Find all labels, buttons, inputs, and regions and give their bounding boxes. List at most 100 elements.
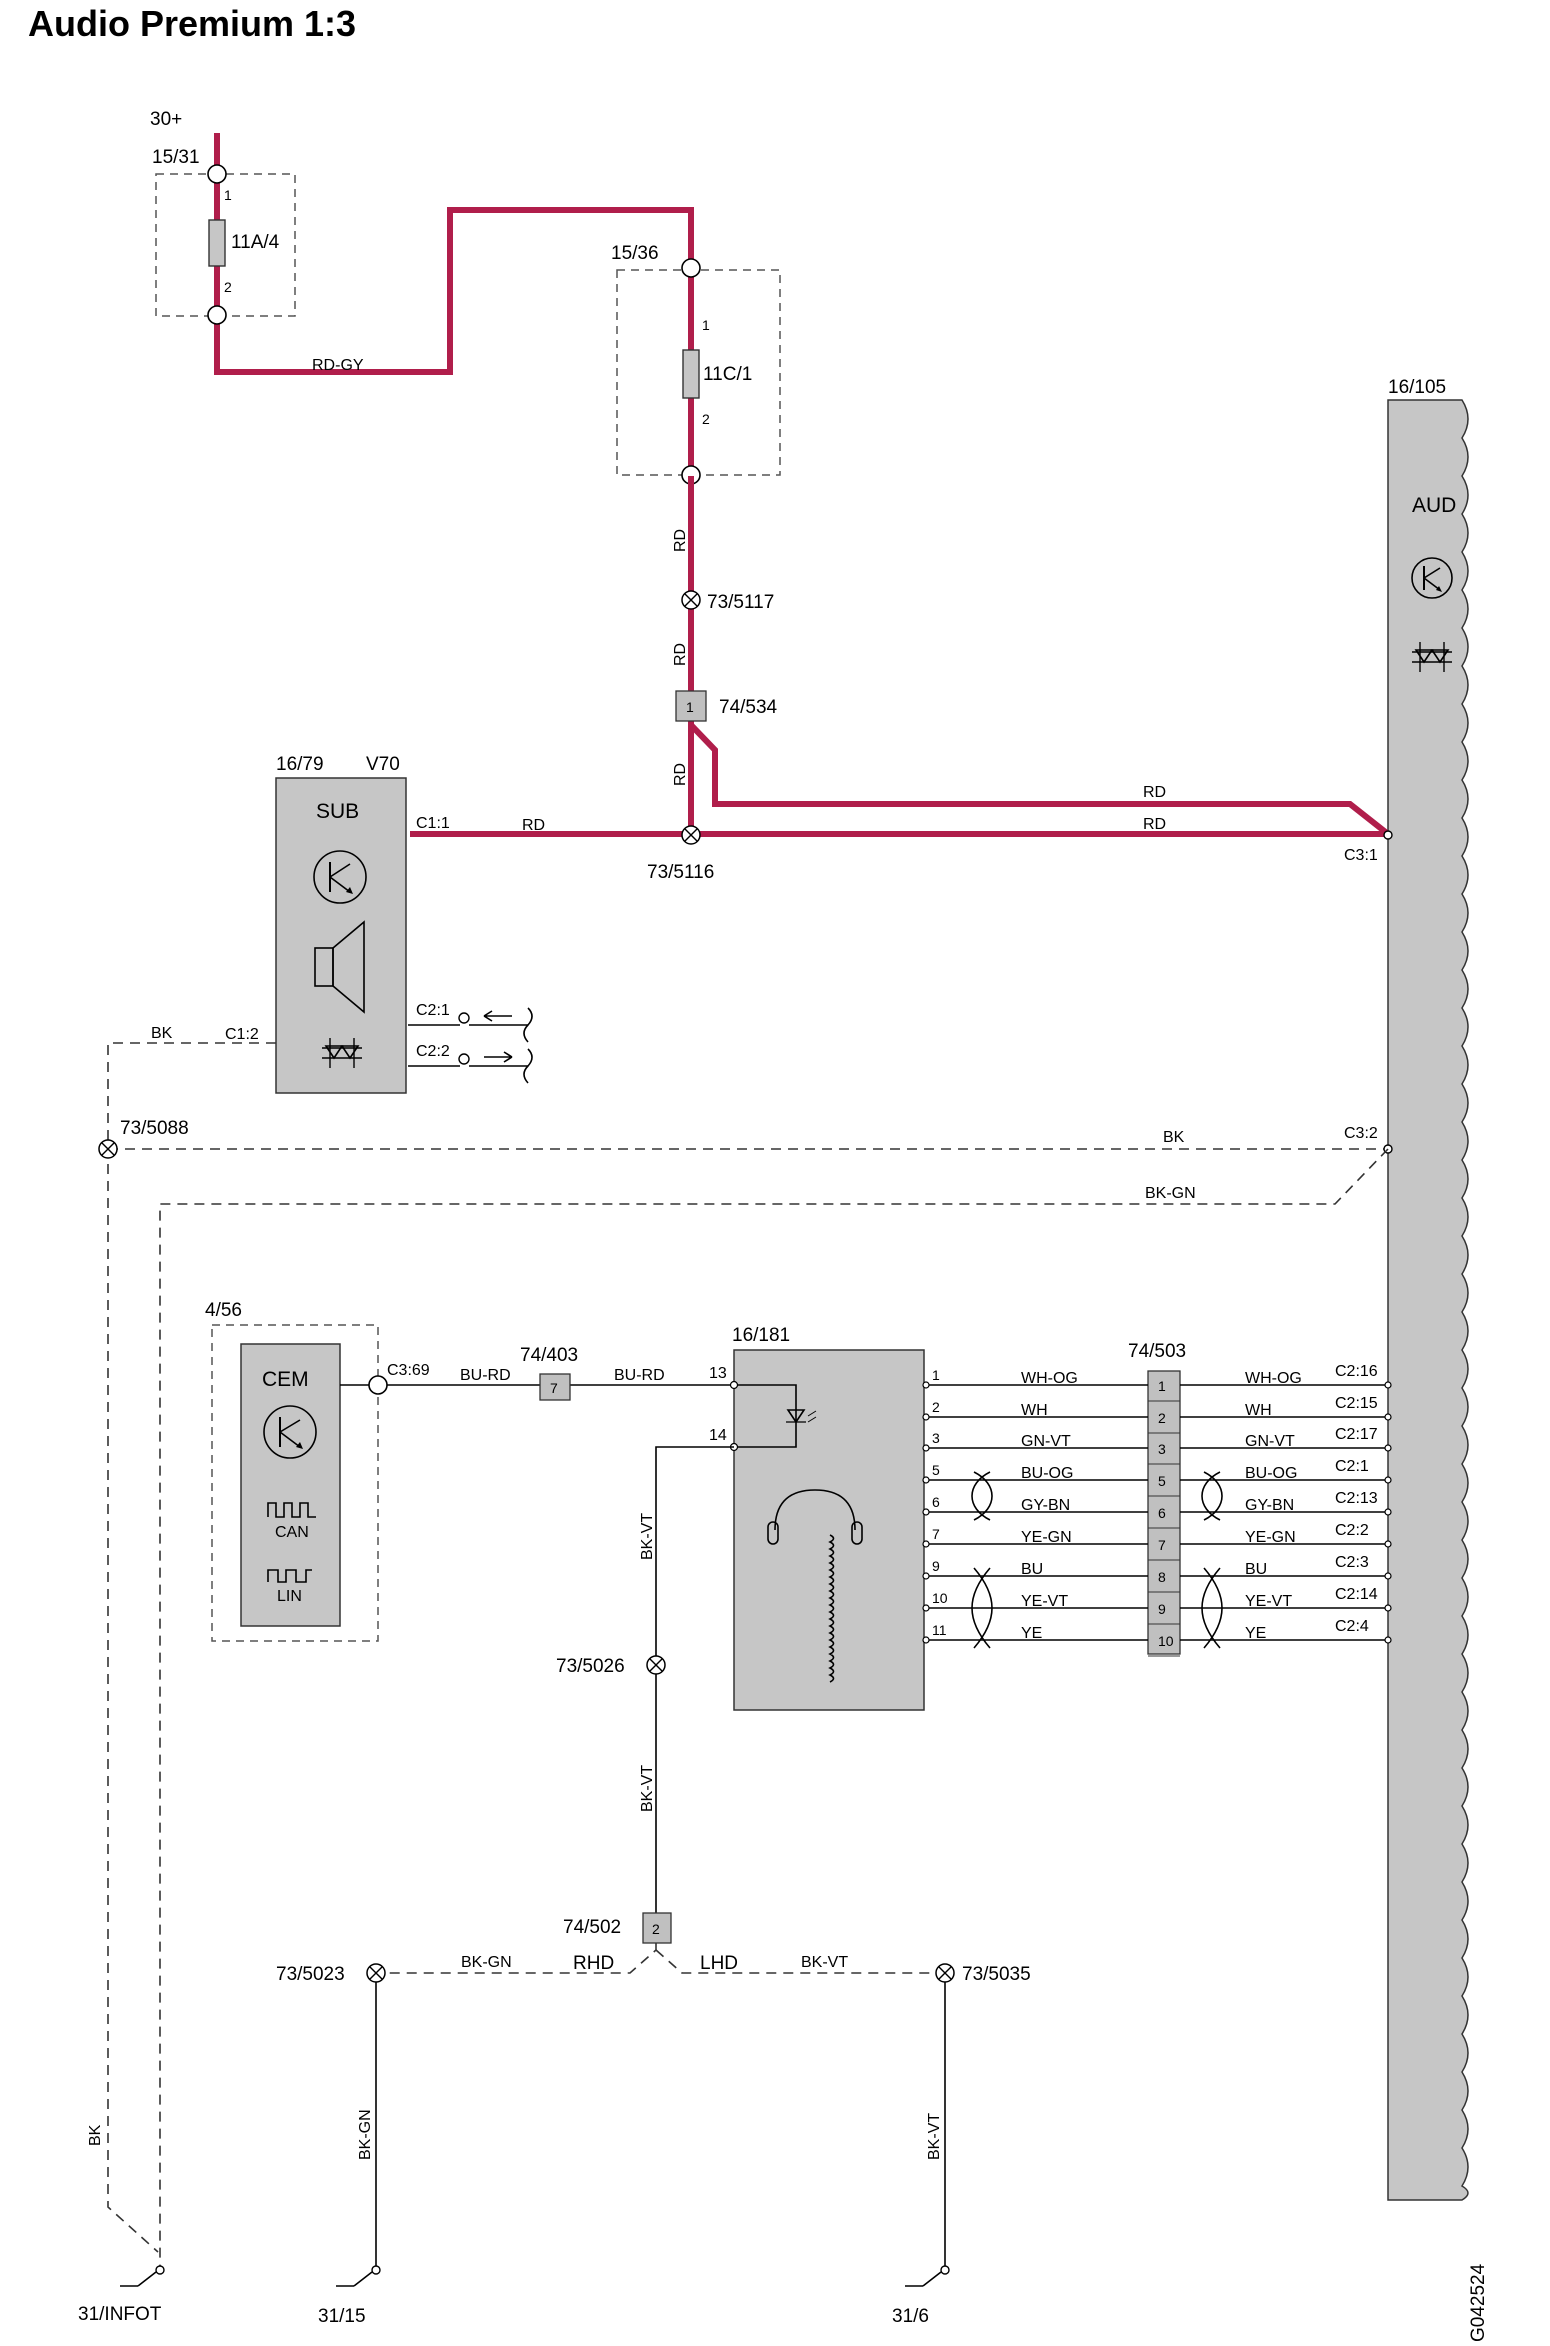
aud-pin-dot bbox=[1384, 1540, 1392, 1548]
aud-pin-dot bbox=[1384, 1604, 1392, 1612]
aud-pin-c31-dot bbox=[1383, 830, 1393, 840]
fuse-11c1-label: 11C/1 bbox=[703, 364, 752, 385]
aud-pin-dot bbox=[1384, 1413, 1392, 1421]
wire-label-rd-2: RD bbox=[672, 643, 689, 666]
cem-pin-c369-terminal bbox=[368, 1375, 388, 1395]
sub-module-variant: V70 bbox=[366, 754, 400, 775]
splice-73-5035-label: 73/5035 bbox=[962, 1964, 1031, 1985]
wire-label-bu-rd-2: BU-RD bbox=[614, 1367, 665, 1384]
aud-module-id: 16/105 bbox=[1388, 377, 1446, 398]
connector-74-502-pin: 2 bbox=[652, 1921, 660, 1937]
ground-31-15-symbol bbox=[336, 2265, 381, 2287]
module-pin-number: 7 bbox=[932, 1526, 940, 1542]
supply-terminal: 30+ bbox=[150, 109, 182, 130]
aud-pin-dot bbox=[1384, 1381, 1392, 1389]
aud-pin-dot bbox=[1384, 1508, 1392, 1516]
sub-diode-icon bbox=[322, 1038, 362, 1068]
drawing-number: G042524 bbox=[1468, 2263, 1489, 2342]
ground-wire-bk bbox=[107, 1042, 276, 2253]
wire-label-bk-vt-ground: BK-VT bbox=[926, 2113, 943, 2160]
module-pin-number: 5 bbox=[932, 1462, 940, 1478]
lin-label: LIN bbox=[277, 1588, 302, 1605]
connector-74-503-pin: 7 bbox=[1158, 1537, 1166, 1553]
aud-pin-label: C2:14 bbox=[1335, 1586, 1378, 1603]
module-16-181-id: 16/181 bbox=[732, 1325, 790, 1346]
connector-74-502-label: 74/502 bbox=[563, 1917, 621, 1938]
fuse-terminal-top bbox=[207, 164, 227, 184]
sub-module-label: SUB bbox=[316, 800, 359, 823]
wire-label-bk-ground: BK bbox=[87, 2124, 104, 2146]
aud-pin-label: C2:13 bbox=[1335, 1490, 1378, 1507]
connector-74-503-pin: 1 bbox=[1158, 1378, 1166, 1394]
wire-label-bk-gn-rhd: BK-GN bbox=[461, 1954, 512, 1971]
module-pin-dot bbox=[922, 1636, 930, 1644]
connector-74-403 bbox=[539, 1373, 571, 1401]
connector-74-503 bbox=[1147, 1370, 1181, 1655]
wire-label-rd-main: RD bbox=[1143, 816, 1166, 833]
aud-pin-label: C2:16 bbox=[1335, 1363, 1378, 1380]
cem-ecu-icon bbox=[263, 1405, 317, 1459]
wire-label-bk-vt-2: BK-VT bbox=[639, 1765, 656, 1812]
connector-74-503-label: 74/503 bbox=[1128, 1341, 1186, 1362]
wire-color-right: YE-VT bbox=[1245, 1593, 1292, 1610]
splice-73-5026 bbox=[646, 1655, 666, 1675]
connector-74-403-label: 74/403 bbox=[520, 1345, 578, 1366]
aud-module-body bbox=[1387, 399, 1469, 2201]
sub-module-id: 16/79 bbox=[276, 754, 324, 775]
splice-73-5035 bbox=[935, 1963, 955, 1983]
cem-module-body bbox=[240, 1343, 341, 1627]
wire-label-bk-gn-ground: BK-GN bbox=[357, 2109, 374, 2160]
splice-73-5088-label: 73/5088 bbox=[120, 1118, 189, 1139]
page-title: Audio Premium 1:3 bbox=[28, 3, 356, 44]
wire-label-bk-aud: BK bbox=[1163, 1129, 1185, 1146]
cem-id: 4/56 bbox=[205, 1300, 242, 1321]
module-pin-dot bbox=[922, 1572, 930, 1580]
wire-label-bk-vt-lhd: BK-VT bbox=[801, 1954, 848, 1971]
connector-74-503-pin: 6 bbox=[1158, 1505, 1166, 1521]
fuse-11a4-pin1: 1 bbox=[224, 187, 232, 203]
wire-color-left: WH-OG bbox=[1021, 1370, 1078, 1387]
module-pin-number: 3 bbox=[932, 1430, 940, 1446]
wire-color-left: GN-VT bbox=[1021, 1433, 1071, 1450]
wire-color-left: BU-OG bbox=[1021, 1465, 1073, 1482]
twisted-pair-icon bbox=[971, 1567, 993, 1649]
wire-color-right: GY-BN bbox=[1245, 1497, 1294, 1514]
wire-label-bk-sub: BK bbox=[151, 1025, 173, 1042]
wire-color-right: WH-OG bbox=[1245, 1370, 1302, 1387]
module-pin-number: 11 bbox=[932, 1622, 947, 1638]
aud-pin-label: C2:15 bbox=[1335, 1395, 1378, 1412]
aud-pin-label: C2:3 bbox=[1335, 1554, 1369, 1571]
aud-pin-dot bbox=[1384, 1636, 1392, 1644]
fuse-box-15-36-id: 15/36 bbox=[611, 243, 659, 264]
wire-label-rd-gy: RD-GY bbox=[312, 357, 364, 374]
wire-rhd-bk-gn bbox=[377, 1943, 657, 1974]
connector-74-502 bbox=[642, 1912, 672, 1944]
splice-73-5117-label: 73/5117 bbox=[707, 592, 774, 613]
optical-transceiver-icon bbox=[737, 1384, 817, 1448]
splice-73-5023 bbox=[366, 1963, 386, 1983]
wire-color-right: YE bbox=[1245, 1625, 1266, 1642]
wire-color-left: BU bbox=[1021, 1561, 1043, 1578]
module-pin-number: 6 bbox=[932, 1494, 940, 1510]
fuse-11c1-pin1: 1 bbox=[702, 317, 710, 333]
aud-module-label: AUD bbox=[1412, 494, 1456, 517]
wire-label-rd-1: RD bbox=[672, 529, 689, 552]
module-16-181-pin13-dot bbox=[729, 1380, 739, 1390]
module-16-181-pin14: 14 bbox=[709, 1427, 727, 1444]
wire-label-rd-3: RD bbox=[672, 763, 689, 786]
aud-pin-dot bbox=[1384, 1572, 1392, 1580]
fuse-11a4-icon bbox=[208, 219, 226, 267]
wire-color-right: YE-GN bbox=[1245, 1529, 1296, 1546]
splice-73-5088 bbox=[98, 1139, 118, 1159]
fuse-11c1-icon bbox=[682, 349, 700, 399]
wire-color-right: WH bbox=[1245, 1402, 1272, 1419]
sub-pin-c11: C1:1 bbox=[416, 815, 450, 832]
connector-74-534 bbox=[675, 690, 707, 722]
fuse-11c1-pin2: 2 bbox=[702, 411, 710, 427]
wire-color-right: GN-VT bbox=[1245, 1433, 1295, 1450]
module-pin-dot bbox=[922, 1604, 930, 1612]
sub-pin-c22: C2:2 bbox=[416, 1043, 450, 1060]
fuse-box-15-31-id: 15/31 bbox=[152, 147, 200, 168]
speaker-icon bbox=[314, 920, 365, 1014]
